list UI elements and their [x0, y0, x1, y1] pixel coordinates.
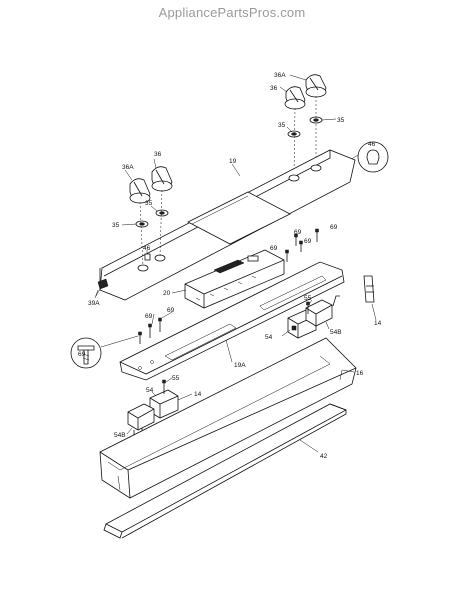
screw-69-d[interactable]: [285, 249, 289, 262]
knob-36-top[interactable]: [284, 86, 306, 110]
label-35-left-low: 35: [112, 222, 120, 229]
label-14-right: 14: [374, 320, 382, 327]
screw-55-left[interactable]: [162, 379, 166, 394]
panel-support-16[interactable]: [99, 337, 357, 499]
label-36-left: 36: [154, 151, 162, 158]
trim-42[interactable]: [103, 403, 347, 539]
label-19a: 19A: [234, 362, 246, 369]
knob-36-left[interactable]: [151, 166, 173, 192]
screw-69-a[interactable]: [315, 228, 319, 242]
washer-35-top-left[interactable]: [287, 130, 301, 138]
label-36a-top: 36A: [274, 72, 286, 79]
label-39a: 39A: [88, 300, 100, 307]
label-35-left-mid: 35: [145, 200, 153, 207]
label-35-left-top: 35: [278, 122, 286, 129]
label-36a-left: 36A: [122, 164, 134, 171]
label-54b-right: 54B: [330, 329, 342, 336]
button-46-left[interactable]: [144, 253, 151, 261]
screw-69-left-a[interactable]: [148, 323, 152, 338]
screw-69-b[interactable]: [294, 233, 298, 246]
label-36-top: 36: [270, 85, 278, 92]
screw-69-left-c[interactable]: [138, 331, 142, 344]
detail-14-right: [363, 275, 375, 313]
label-42: 42: [320, 453, 328, 460]
switch-54b-left[interactable]: [127, 403, 155, 436]
bracket-19a[interactable]: [119, 261, 345, 381]
detail-circle-69: [70, 335, 139, 369]
label-69-b: 69: [294, 229, 302, 236]
label-69-circle: 69: [78, 351, 86, 358]
label-69-a: 69: [330, 224, 338, 231]
screw-69-c[interactable]: [299, 240, 303, 252]
label-69-left-b: 69: [145, 313, 153, 320]
site-watermark: AppliancePartsPros.com: [158, 5, 306, 20]
label-54-right: 54: [265, 334, 273, 341]
label-46-circle: 46: [368, 141, 376, 148]
label-19: 19: [229, 158, 237, 165]
label-16: 16: [356, 370, 364, 377]
label-46-left: 46: [143, 245, 151, 252]
label-69-left-a: 69: [167, 307, 175, 314]
control-board-20[interactable]: [184, 249, 285, 309]
harness-39a[interactable]: [95, 278, 109, 297]
knob-36a-left[interactable]: [129, 178, 151, 204]
knob-36a-top[interactable]: [305, 74, 327, 98]
label-54-left: 54: [146, 387, 154, 394]
label-35-right-top: 35: [337, 117, 345, 124]
washer-35-left-low[interactable]: [135, 220, 149, 228]
washer-35-left-mid[interactable]: [155, 209, 169, 217]
label-54b-left: 54B: [114, 432, 126, 439]
leader-lines: [94, 74, 377, 453]
screw-69-left-b[interactable]: [158, 317, 162, 332]
label-14-left: 14: [194, 391, 202, 398]
control-panel-19[interactable]: [99, 149, 356, 301]
label-20: 20: [163, 290, 171, 297]
label-55-left: 55: [172, 375, 180, 382]
label-69-c: 69: [304, 238, 312, 245]
switch-54b-right[interactable]: [305, 295, 340, 327]
label-55-right: 55: [304, 295, 312, 302]
label-69-d: 69: [270, 245, 278, 252]
